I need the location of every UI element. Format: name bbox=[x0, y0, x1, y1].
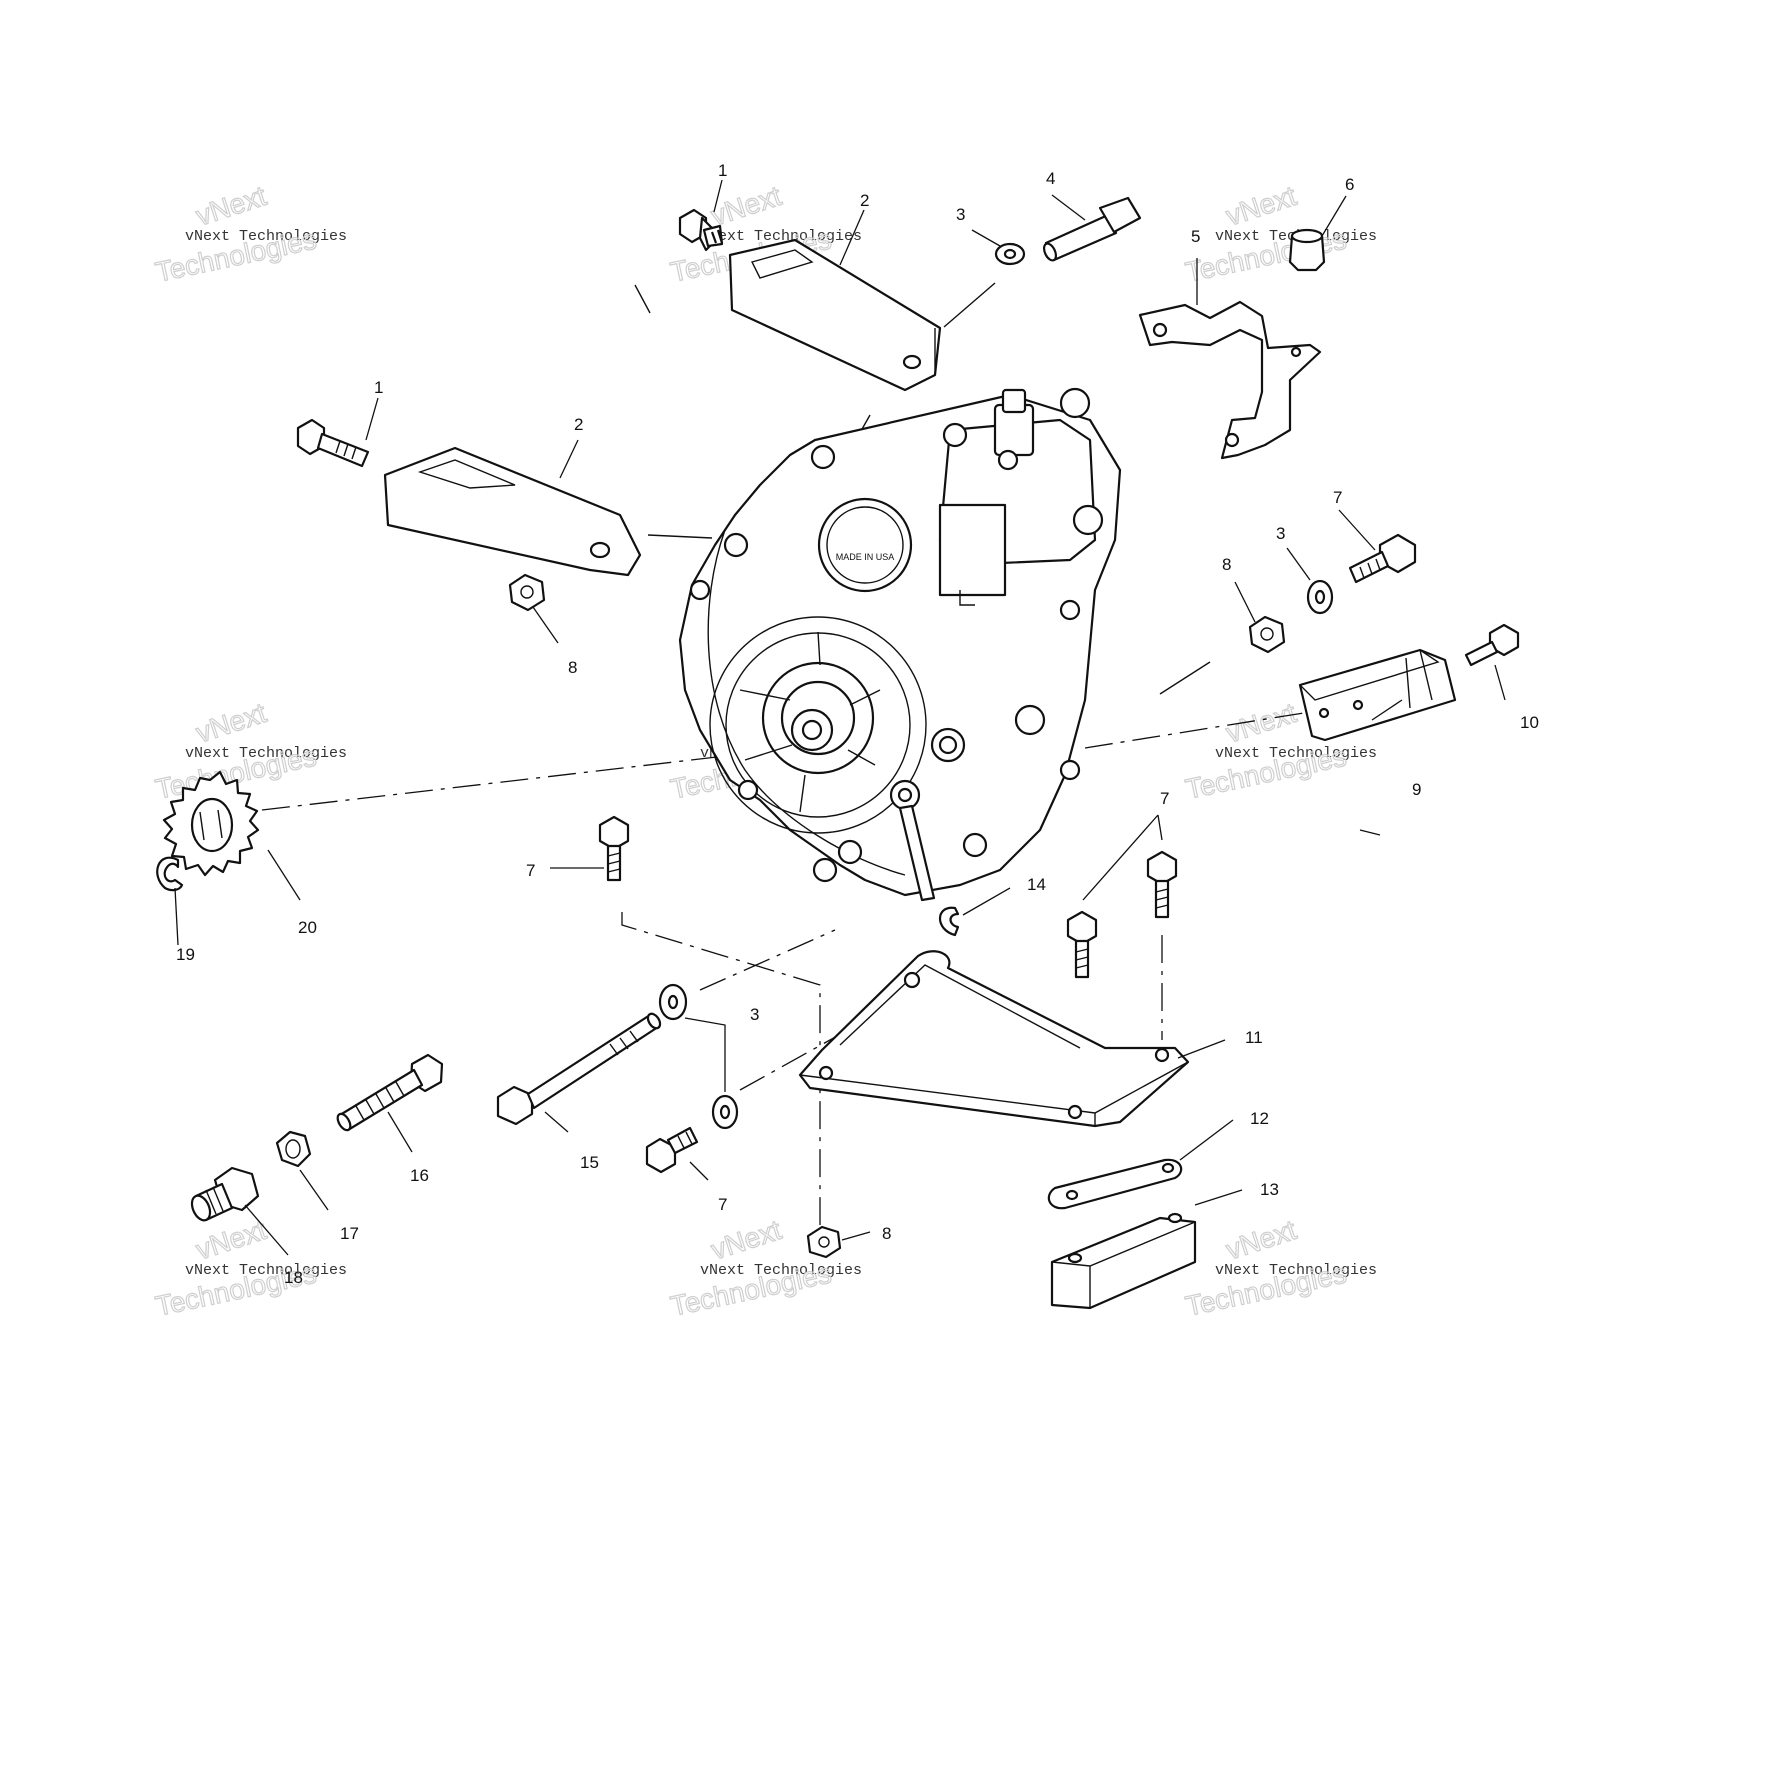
callout-11: 11 bbox=[1245, 1028, 1263, 1047]
svg-text:vNext: vNext bbox=[707, 180, 785, 232]
nut-right bbox=[1248, 615, 1286, 654]
svg-text:vNext: vNext bbox=[1222, 180, 1300, 232]
upper-bracket-left bbox=[383, 446, 642, 577]
washer-bottom-upper bbox=[658, 983, 688, 1021]
callout-2-top: 2 bbox=[860, 191, 869, 210]
watermark-top-left: vNext vNext Technologies Technologies bbox=[152, 179, 347, 288]
callout-7-mount: 7 bbox=[1160, 789, 1169, 808]
callout-6: 6 bbox=[1345, 175, 1354, 194]
fitting-18 bbox=[190, 1166, 260, 1222]
drive-sprocket bbox=[162, 770, 260, 877]
callout-5: 5 bbox=[1191, 227, 1200, 246]
callouts: 1 2 3 4 5 6 1 2 8 7 3 8 10 9 7 14 7 20 1… bbox=[176, 161, 1539, 1287]
bolt-top bbox=[678, 208, 724, 252]
upper-bracket-top bbox=[728, 238, 942, 392]
svg-text:vNext: vNext bbox=[192, 697, 270, 749]
callout-1-top: 1 bbox=[718, 161, 727, 180]
callout-19: 19 bbox=[176, 945, 195, 964]
rubber-block bbox=[1050, 1212, 1197, 1310]
bolt-bottom bbox=[645, 1126, 699, 1174]
callout-10: 10 bbox=[1520, 713, 1539, 732]
svg-text:vNext: vNext bbox=[192, 180, 270, 232]
callout-8-right: 8 bbox=[1222, 555, 1231, 574]
callout-8-left: 8 bbox=[568, 658, 577, 677]
callout-17: 17 bbox=[340, 1224, 359, 1243]
svg-text:vNext: vNext bbox=[1222, 697, 1300, 749]
svg-text:vNext Technologies: vNext Technologies bbox=[1215, 745, 1377, 762]
svg-text:vNext Technologies: vNext Technologies bbox=[185, 228, 347, 245]
svg-text:vNext: vNext bbox=[707, 1214, 785, 1266]
callout-14: 14 bbox=[1027, 875, 1046, 894]
long-bolt bbox=[496, 1012, 662, 1126]
callout-9: 9 bbox=[1412, 780, 1421, 799]
callout-3-bottom: 3 bbox=[750, 1005, 759, 1024]
callout-15: 15 bbox=[580, 1153, 599, 1172]
bolt-left bbox=[296, 418, 370, 468]
retaining-clip bbox=[939, 906, 960, 937]
watermark-top-right: vNext vNext Technologies Technologies bbox=[1182, 179, 1377, 288]
washer-link-line bbox=[684, 1017, 726, 1092]
cap-top bbox=[1288, 228, 1326, 272]
nut-bottom bbox=[806, 1225, 842, 1259]
svg-text:vNext Technologies: vNext Technologies bbox=[700, 228, 862, 245]
svg-text:vNext: vNext bbox=[192, 1214, 270, 1266]
watermark-bottom-right: vNext vNext Technologies Technologies bbox=[1182, 1213, 1377, 1322]
nut-left bbox=[508, 573, 546, 612]
callout-20: 20 bbox=[298, 918, 317, 937]
callout-12: 12 bbox=[1250, 1109, 1269, 1128]
callout-13: 13 bbox=[1260, 1180, 1279, 1199]
svg-text:vNext Technologies: vNext Technologies bbox=[185, 745, 347, 762]
washer-top bbox=[994, 242, 1026, 266]
svg-text:vNext Technologies: vNext Technologies bbox=[1215, 1262, 1377, 1279]
circlip bbox=[156, 856, 184, 892]
transmission-housing: MADE IN USA bbox=[678, 387, 1122, 902]
bolt-right-upper bbox=[1348, 533, 1417, 584]
pin-top bbox=[1042, 196, 1142, 262]
bolt-vertical-center bbox=[1066, 910, 1098, 979]
callout-16: 16 bbox=[410, 1166, 429, 1185]
callout-7-right: 7 bbox=[1333, 488, 1342, 507]
callout-7-left: 7 bbox=[526, 861, 535, 880]
svg-text:vNext: vNext bbox=[1222, 1214, 1300, 1266]
washer-right bbox=[1306, 579, 1334, 615]
svg-text:vNext Technologies: vNext Technologies bbox=[185, 1262, 347, 1279]
bolt-vertical-right bbox=[1146, 850, 1178, 919]
watermark-bottom-left: vNext vNext Technologies Technologies bbox=[152, 1213, 347, 1322]
callout-2-left: 2 bbox=[574, 415, 583, 434]
bolt-far-right bbox=[1464, 623, 1520, 667]
svg-text:vNext Technologies: vNext Technologies bbox=[700, 1262, 862, 1279]
spacer-plate bbox=[1047, 1158, 1183, 1210]
washer-bottom-lower bbox=[711, 1094, 739, 1130]
main-mount-plate bbox=[798, 950, 1190, 1128]
bolt-vertical-left bbox=[598, 815, 630, 882]
casting-text: MADE IN USA bbox=[836, 552, 895, 562]
callout-1-left: 1 bbox=[374, 378, 383, 397]
nut-17 bbox=[275, 1130, 312, 1168]
rubber-mount-block bbox=[1298, 648, 1457, 742]
shift-bracket bbox=[1138, 300, 1322, 460]
callout-3-right: 3 bbox=[1276, 524, 1285, 543]
leader-lines bbox=[174, 179, 1506, 1256]
callout-8-bottom: 8 bbox=[882, 1224, 891, 1243]
callout-3-top: 3 bbox=[956, 205, 965, 224]
threaded-bolt bbox=[336, 1053, 444, 1132]
callout-18: 18 bbox=[284, 1268, 303, 1287]
callout-7-bottom: 7 bbox=[718, 1195, 727, 1214]
callout-4: 4 bbox=[1046, 169, 1055, 188]
